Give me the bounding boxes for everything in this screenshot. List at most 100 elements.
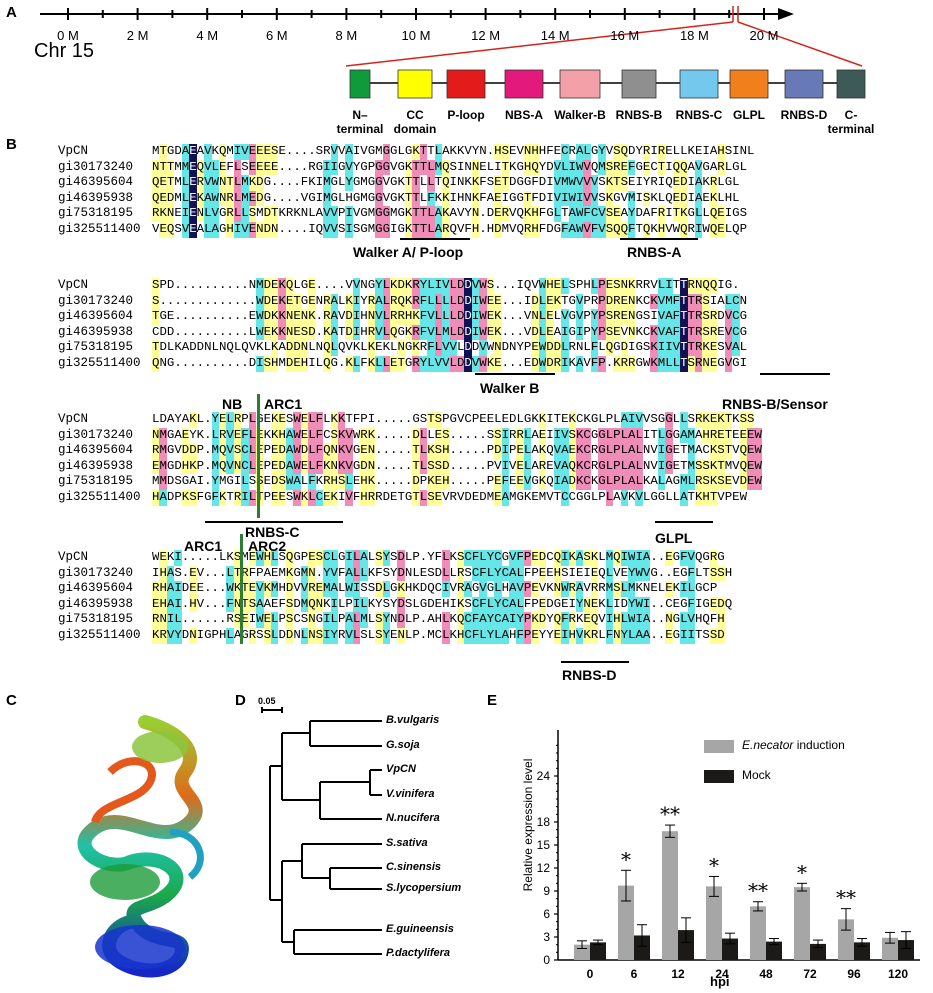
x-tick-label: 72	[803, 967, 817, 981]
sequence-residues: CDD..........LWEKKNESD.KATDIHRVLQGKRFVLM…	[152, 324, 747, 341]
nb-label: NB	[222, 396, 243, 412]
motif-rnbs-c-label: RNBS-C	[245, 524, 300, 540]
sequence-residues: MMDSGAI.YMGILSSEDSWALFKRHSLEHK.....DPKEH…	[152, 474, 762, 490]
legend-induction: E.necator induction	[742, 738, 845, 752]
domain-box	[679, 69, 719, 99]
chr-tick-label: 10 M	[401, 28, 431, 43]
bar-induction	[662, 831, 678, 960]
legend-induction-italic: E.necator	[742, 738, 794, 752]
scale-bar-label: 0.05	[258, 696, 276, 706]
chr-tick-label: 8 M	[335, 28, 358, 43]
legend-induction-suffix: induction	[793, 738, 845, 752]
significance-marker: *	[709, 853, 719, 877]
bar-induction	[838, 919, 854, 960]
panel-b-alignment: VpCN MTGDAEAVKQMIVEEESE....SRVVAIVGMGGLGK…	[0, 140, 933, 688]
motif-bar-rnbs-a	[620, 238, 698, 240]
tree-leaf-label: S.lycopersium	[386, 882, 462, 894]
motif-bar-rnbs-c	[205, 521, 343, 523]
tree-leaf-label: G.soja	[386, 739, 420, 751]
sequence-name: gi46395938	[58, 596, 134, 611]
sequence-residues: SPD..........NMDEKQLGE....VVNGYLKDKRYLIV…	[152, 278, 740, 294]
domain-box	[559, 69, 601, 99]
panel-label-d: D	[235, 692, 246, 709]
sequence-residues: QEDMLEKAWNRLMEDG....VGIMGLHGMGGVGKTTLFKK…	[152, 190, 740, 207]
y-tick-label: 12	[537, 861, 551, 875]
sequence-residues: IHAS.EV...LTRFPAEMKGMN.YVFALLKFSYDNLESDL…	[152, 565, 733, 582]
sequence-name: gi325511400	[58, 221, 141, 236]
arc1-label: ARC1	[264, 396, 303, 412]
x-tick-label: 96	[847, 967, 861, 981]
tree-leaf-label: V.vinifera	[386, 788, 435, 800]
alignment-block-3: VpCN LDAYAKL.YELRPLGEKESWELFLKKTFPI.....G…	[58, 412, 762, 506]
sequence-residues: RNIL......RSEIWELPSCSNGILPALMLSYNDLP.AHL…	[152, 612, 725, 628]
motif-rnbs-b-label: RNBS-B/Sensor	[722, 396, 828, 412]
sequence-name: VpCN	[58, 412, 89, 426]
chr-tick-label: 2 M	[126, 28, 149, 43]
motif-rnbs-a-label: RNBS-A	[627, 244, 682, 260]
domain-box	[836, 69, 866, 99]
sequence-name: VpCN	[58, 550, 89, 564]
arc1-label-2: ARC1	[184, 538, 223, 554]
y-tick-label: 15	[537, 838, 551, 852]
sequence-residues: RKNEIENLVGRLLSMDTKRKNLAVVPIVGMGGMGKTTLAK…	[152, 206, 747, 222]
chr-tick-label: 18 M	[679, 28, 709, 43]
tree-leaf-label: VpCN	[386, 763, 416, 775]
sequence-residues: LDAYAKL.YELRPLGEKESWELFLKKTFPI.....GSTSP…	[152, 412, 755, 428]
domain-label: CC domain	[393, 108, 437, 136]
domain-box	[729, 69, 769, 99]
panel-label-c: C	[6, 692, 17, 709]
motif-bar-walker-b	[475, 373, 555, 375]
chr-tick-label: 4 M	[196, 28, 219, 43]
tree-leaf-label: P.dactylifera	[386, 947, 451, 959]
x-tick-label: 12	[671, 967, 685, 981]
sequence-name: gi30173240	[58, 427, 134, 442]
motif-bar-rnbs-d	[561, 661, 629, 663]
domain-label: N– terminal	[336, 108, 384, 136]
chr-tick-label: 14 M	[540, 28, 570, 43]
sequence-residues: QETMLERVWNTLMKDG....FKIMGLYGMGGVGKTTLLTQ…	[152, 175, 740, 191]
arc1-arc2-boundary	[240, 534, 243, 644]
sequence-residues: EMGDHKP.MQVNCLEPEDAWELFKNKVGDN.....TLSSD…	[152, 458, 762, 475]
sequence-name: gi46395604	[58, 581, 134, 596]
bar-induction	[794, 887, 810, 960]
sequence-residues: NTTMMEQVLEFLSEEEE....RGIIGVYGPGGVGKTTLMQ…	[152, 159, 747, 176]
domain-label: C- terminal	[827, 108, 875, 136]
significance-marker: **	[836, 886, 856, 910]
sequence-residues: WEKI.....LKSMEWHLSQGPESCLGILALSYSDLP.YFL…	[152, 550, 725, 566]
legend-mock: Mock	[742, 768, 771, 782]
x-tick-label: 48	[759, 967, 773, 981]
sequence-residues: TGE..........EWDKKNENK.RAVDIHNVLRRHKFVLL…	[152, 309, 747, 325]
domain-label: GLPL	[733, 108, 765, 122]
sequence-name: gi46395604	[58, 443, 134, 458]
sequence-residues: NMGAEYK.LRVEFLEKKHAWELFCSKVWRK.....DLLES…	[152, 427, 762, 444]
x-tick-label: 120	[888, 967, 908, 981]
chart-ylabel: Relative expression level	[521, 758, 535, 892]
sequence-name: gi325511400	[58, 355, 141, 370]
chr-tick-label: 16 M	[610, 28, 640, 43]
domain-box	[504, 69, 544, 99]
bar-mock	[634, 935, 650, 960]
panel-label-b: B	[6, 136, 17, 153]
significance-marker: *	[621, 847, 631, 871]
domain-box	[784, 69, 824, 99]
domain-box	[397, 69, 433, 99]
sequence-residues: KRVYDNIGPHLAGRSSLDDNLNSIYRVLSLSYENLP.MCL…	[152, 627, 725, 644]
motif-bar-glpl	[655, 521, 713, 523]
arc2-label: ARC2	[248, 538, 287, 554]
nb-arc1-boundary	[257, 394, 260, 518]
sequence-residues: MTGDAEAVKQMIVEEESE....SRVVAIVGMGGLGKTTLA…	[152, 144, 755, 160]
bar-mock	[590, 942, 606, 960]
domain-label: RNBS-D	[780, 108, 828, 122]
sequence-name: gi30173240	[58, 293, 134, 308]
